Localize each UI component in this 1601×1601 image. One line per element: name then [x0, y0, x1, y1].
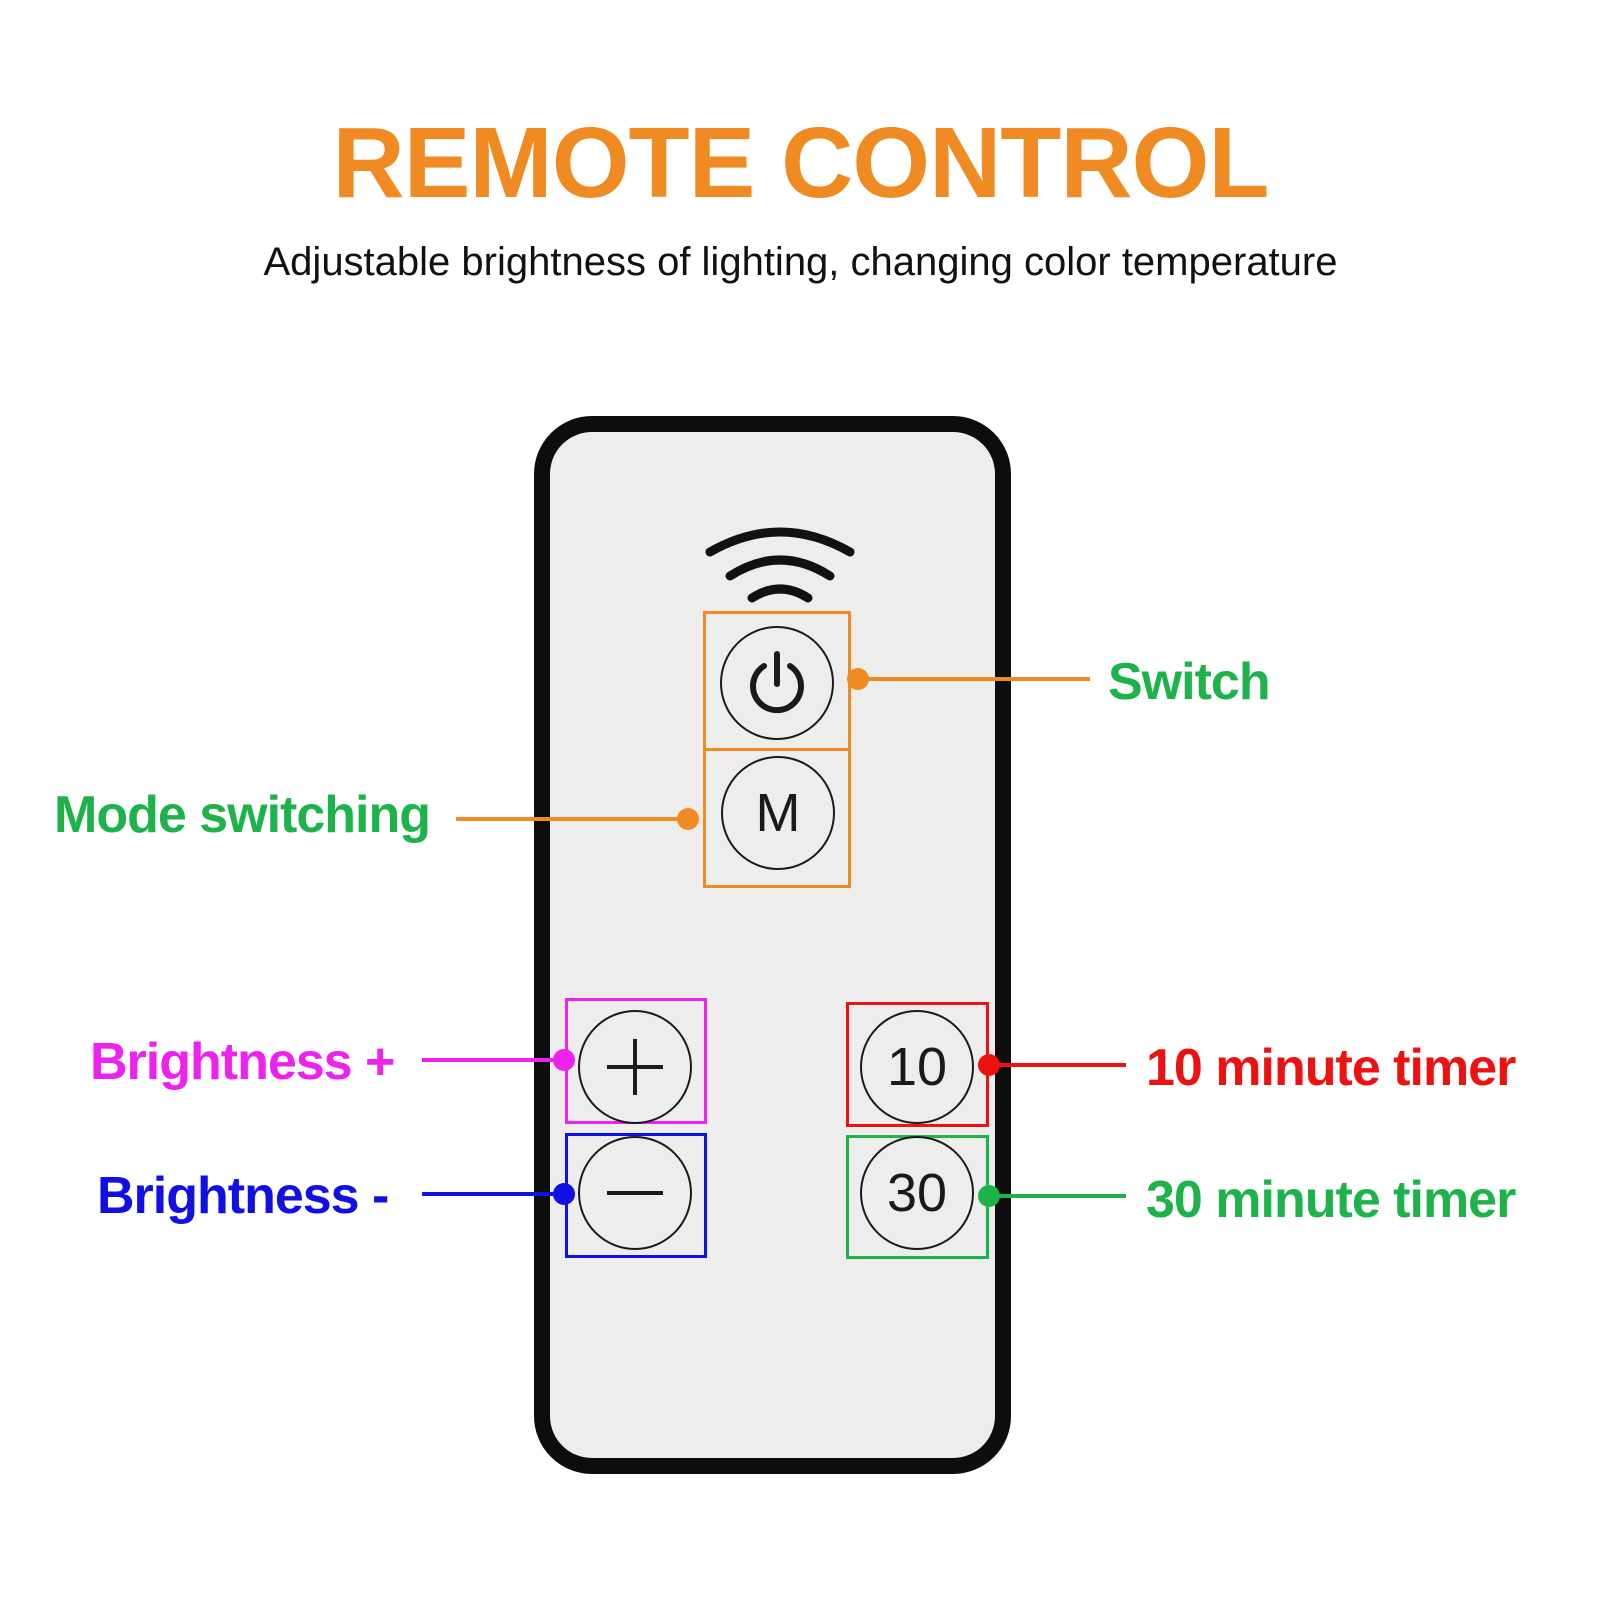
- brightness-plus-leader-line: [422, 1058, 564, 1062]
- timer-30-button[interactable]: 30: [860, 1136, 974, 1250]
- timer-10-leader-line: [988, 1063, 1126, 1067]
- mode-leader-dot: [677, 808, 699, 830]
- timer-10-label: 10 minute timer: [1146, 1039, 1516, 1097]
- timer-10-button[interactable]: 10: [860, 1010, 974, 1124]
- brightness-plus-label: Brightness +: [90, 1033, 395, 1091]
- mode-switching-label: Mode switching: [54, 786, 431, 844]
- page-subtitle: Adjustable brightness of lighting, chang…: [263, 240, 1338, 284]
- timer-30-label: 30 minute timer: [1146, 1171, 1516, 1229]
- wifi-signal-icon: [705, 527, 855, 603]
- brightness-minus-leader-line: [422, 1192, 564, 1196]
- mode-button[interactable]: M: [721, 756, 835, 870]
- switch-leader-dot: [847, 668, 869, 690]
- minus-icon: [607, 1191, 663, 1195]
- timer-30-leader-line: [988, 1194, 1126, 1198]
- brightness-plus-leader-dot: [553, 1049, 575, 1071]
- mode-highlight-box: [703, 748, 851, 888]
- brightness-minus-button[interactable]: [578, 1136, 692, 1250]
- power-icon: [750, 651, 804, 714]
- page-title: REMOTE CONTROL: [332, 107, 1270, 219]
- mode-leader-line: [456, 817, 688, 821]
- brightness-minus-leader-dot: [553, 1183, 575, 1205]
- plus-icon: [607, 1039, 663, 1095]
- switch-label: Switch: [1108, 653, 1271, 711]
- timer-10-leader-dot: [978, 1054, 1000, 1076]
- brightness-minus-label: Brightness -: [97, 1167, 389, 1225]
- switch-leader-line: [858, 677, 1090, 681]
- brightness-plus-button[interactable]: [578, 1010, 692, 1124]
- timer-30-leader-dot: [978, 1185, 1000, 1207]
- power-button[interactable]: [720, 626, 834, 740]
